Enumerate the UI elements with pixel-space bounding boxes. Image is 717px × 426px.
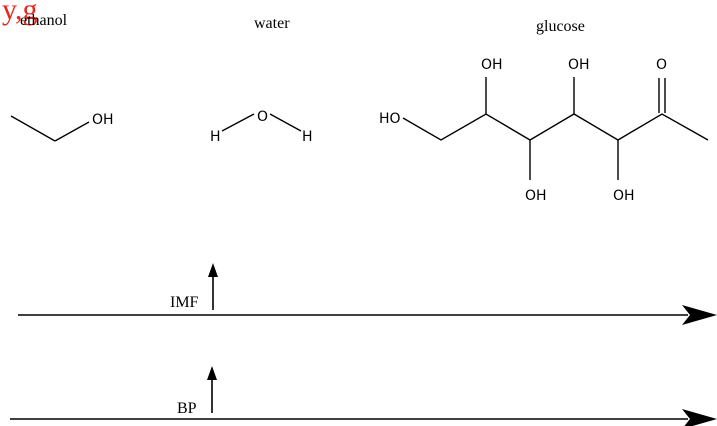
water-molecule: water O H H <box>210 15 313 145</box>
ethanol-atom-oh: OH <box>92 112 114 128</box>
ethanol-bond-co <box>54 121 90 142</box>
water-atom-h-left: H <box>210 129 221 145</box>
bp-scale: BP <box>10 366 717 426</box>
water-bond-right <box>269 113 302 132</box>
water-atom-h-right: H <box>302 129 313 145</box>
bp-marker-arrowhead <box>207 366 217 380</box>
ethanol-molecule: ethanol OH <box>10 12 114 142</box>
glucose-molecule: glucose HO OH OH O OH OH <box>379 18 709 204</box>
glucose-atom-oh-top-2: OH <box>568 57 590 73</box>
header-fragment: y,g <box>2 0 38 26</box>
imf-scale: IMF <box>18 263 717 325</box>
ethanol-bond-cc <box>10 115 56 142</box>
water-label: water <box>254 15 290 32</box>
glucose-atom-oh-bottom-2: OH <box>613 188 635 204</box>
glucose-atom-oh-bottom-1: OH <box>525 188 547 204</box>
ethanol-label: ethanol <box>20 12 68 29</box>
imf-axis-arrowhead <box>682 305 717 325</box>
water-atom-o: O <box>257 109 268 125</box>
water-bond-left <box>221 113 255 132</box>
glucose-atom-oh-top-1: OH <box>481 57 503 73</box>
glucose-carbon-chain <box>402 113 709 141</box>
glucose-label: glucose <box>536 18 585 35</box>
glucose-atom-ho: HO <box>379 111 401 127</box>
imf-marker-arrowhead <box>208 263 218 277</box>
bp-label: BP <box>177 400 197 417</box>
bp-axis-arrowhead <box>682 409 717 426</box>
imf-label: IMF <box>170 294 199 311</box>
glucose-atom-o-carbonyl: O <box>656 57 667 73</box>
